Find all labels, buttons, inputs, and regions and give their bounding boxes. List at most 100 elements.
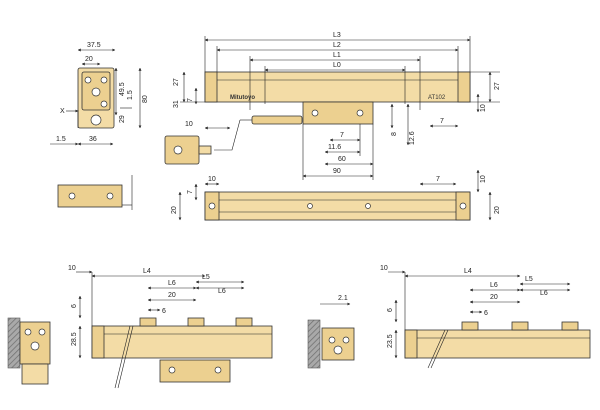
screw-hole [91, 87, 101, 97]
dim-28-5: 28.5 [71, 332, 78, 346]
bottom-view: 10 7 20 7 10 20 [171, 169, 501, 221]
screw-hole [68, 192, 76, 200]
dim-l2: L2 [333, 42, 341, 49]
dim-10: 10 [380, 265, 388, 272]
dim-49-5: 49.5 [119, 82, 126, 96]
dim-l0: L0 [333, 62, 341, 69]
mounting-wall [7, 317, 21, 369]
dim-l6-b: L6 [540, 290, 548, 297]
end-view: 37.5 20 49.5 1.5 80 29 X 1.5 36 [50, 42, 149, 146]
brand-logo: Mitutoyo [230, 95, 255, 101]
screw-hole [24, 328, 32, 336]
screw-hole [342, 336, 350, 344]
connector-plug [198, 145, 212, 155]
dim-2-1: 2.1 [338, 295, 348, 302]
mount-scale-body [404, 329, 591, 359]
dim-6: 6 [71, 304, 78, 308]
mount-foot [21, 363, 49, 385]
screw-hole [214, 366, 222, 374]
screw-hole [208, 202, 216, 210]
dim-29: 29 [119, 115, 126, 123]
dim-20: 20 [168, 292, 176, 299]
mount-end-cap [91, 325, 105, 359]
dim-20-right: 20 [494, 206, 501, 214]
dim-37-5: 37.5 [87, 42, 101, 49]
dim-11-6: 11.6 [328, 144, 341, 151]
x-marker: X [60, 108, 65, 115]
mount-bracket [235, 317, 253, 327]
screw-hole [333, 345, 343, 355]
screw-hole [365, 203, 371, 209]
cable-connector [251, 115, 303, 125]
dim-l1: L1 [333, 52, 341, 59]
screw-hole [100, 76, 108, 84]
mount-bracket [187, 317, 205, 327]
right-mount-example: 2.1 10 L4 L6 L5 L6 20 6 23.5 6 [307, 265, 591, 369]
dim-l4: L4 [464, 268, 472, 275]
mount-scale-body [91, 325, 273, 359]
dim-36: 36 [89, 136, 97, 143]
dim-1-5-bottom: 1.5 [56, 136, 66, 143]
screw-hole [90, 114, 102, 126]
mount-bracket [561, 321, 579, 331]
dim-10: 10 [208, 176, 216, 183]
dim-10-right: 10 [480, 175, 487, 183]
dim-20: 20 [171, 206, 178, 214]
mounting-wall [307, 319, 321, 369]
dim-l5: L5 [525, 276, 533, 283]
mount-end-cap [404, 329, 418, 359]
screw-hole [307, 203, 313, 209]
dim-10-left: 10 [185, 121, 193, 128]
dim-80: 80 [142, 95, 149, 103]
dim-l6-a: L6 [168, 280, 176, 287]
head-side-view [57, 175, 133, 210]
screw-hole [106, 192, 114, 200]
screw-hole [84, 76, 92, 84]
screw-hole [356, 109, 364, 117]
head-side-body [57, 184, 123, 208]
dim-10: 10 [68, 265, 76, 272]
mount-end-block [321, 327, 355, 361]
top-view: Mitutoyo AT102 L3 L2 L1 L0 27 31 [164, 32, 501, 180]
screw-hole [168, 366, 176, 374]
dim-8: 8 [391, 132, 398, 136]
dim-10-right: 10 [480, 104, 487, 112]
dim-7-center: 7 [340, 132, 344, 139]
dim-7-right: 7 [440, 118, 444, 125]
screw-hole [459, 202, 467, 210]
dim-6-top: 6 [484, 310, 488, 317]
reading-head [302, 101, 374, 125]
dim-20: 20 [85, 56, 93, 63]
dim-1-5-top: 1.5 [127, 90, 134, 100]
dim-12-6: 12.6 [409, 131, 416, 145]
dim-7-right: 7 [436, 176, 440, 183]
dim-27-right: 27 [494, 82, 501, 90]
dim-7: 7 [187, 190, 194, 194]
scale-bottom-body [204, 191, 471, 221]
dim-27-left: 27 [173, 78, 180, 86]
screw-hole [173, 145, 183, 155]
left-mount-example: 10 L4 L6 L5 L6 20 6 28.5 6 [7, 265, 273, 389]
dim-6-top: 6 [162, 308, 166, 315]
scale-end-cap-left [204, 71, 218, 103]
dim-31: 31 [173, 100, 180, 108]
dim-l3: L3 [333, 32, 341, 39]
model-label: AT102 [428, 95, 446, 101]
dim-l4: L4 [143, 268, 151, 275]
scale-end-cap-right [457, 71, 471, 103]
dim-6: 6 [387, 308, 394, 312]
dim-7-left: 7 [187, 98, 194, 102]
dim-20: 20 [490, 294, 498, 301]
dim-60: 60 [338, 156, 346, 163]
screw-hole [311, 109, 319, 117]
dim-90: 90 [333, 168, 341, 175]
screw-hole [30, 341, 40, 351]
dim-23-5: 23.5 [387, 334, 394, 348]
screw-hole [328, 336, 336, 344]
screw-hole [38, 328, 46, 336]
dim-l6-b: L6 [218, 288, 226, 295]
dim-l6-a: L6 [490, 282, 498, 289]
dim-l5: L5 [202, 274, 210, 281]
mount-reading-head [159, 359, 231, 383]
